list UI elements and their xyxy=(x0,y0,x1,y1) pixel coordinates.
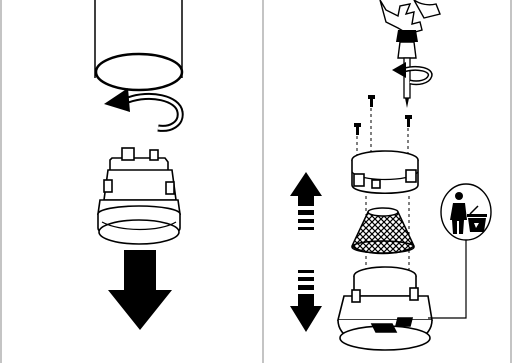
recycle-bin-icon xyxy=(428,183,492,319)
rotate-ccw-arrow-icon xyxy=(104,88,184,132)
down-arrow-icon xyxy=(108,250,172,330)
screwdriver-icon xyxy=(379,0,441,108)
up-arrow-icon xyxy=(290,172,322,230)
lamp-module xyxy=(97,147,181,245)
pipe xyxy=(94,0,184,92)
guide-lines xyxy=(356,108,410,288)
housing xyxy=(336,266,433,351)
retaining-ring xyxy=(351,150,419,195)
right-panel xyxy=(290,0,492,351)
reflector xyxy=(351,207,415,255)
down-arrow-icon xyxy=(290,270,322,332)
left-panel xyxy=(94,0,184,330)
screws xyxy=(354,95,412,135)
rotate-ccw-arrow-icon xyxy=(392,62,433,86)
